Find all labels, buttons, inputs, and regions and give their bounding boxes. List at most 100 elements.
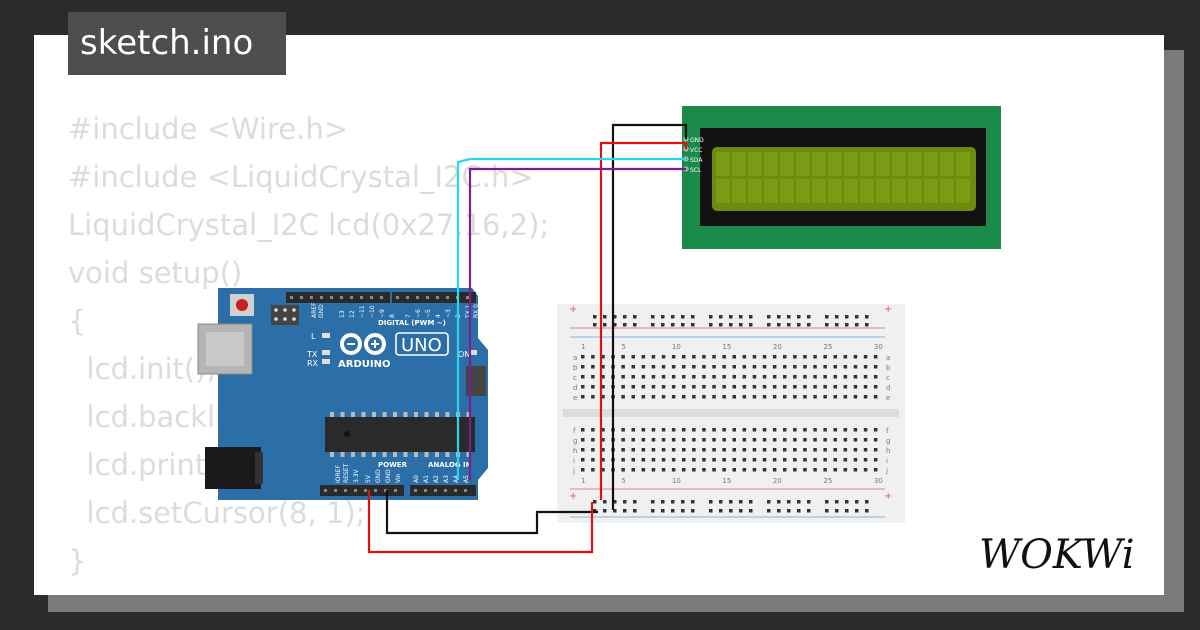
bb-hole[interactable] bbox=[863, 385, 868, 389]
bb-hole[interactable] bbox=[742, 385, 747, 389]
bb-rail-hole[interactable] bbox=[845, 509, 849, 513]
bb-hole[interactable] bbox=[601, 438, 605, 442]
bb-rail-hole[interactable] bbox=[709, 509, 713, 513]
bb-hole[interactable] bbox=[722, 385, 726, 389]
bb-hole[interactable] bbox=[863, 468, 868, 472]
bb-hole[interactable] bbox=[671, 395, 676, 399]
bb-hole[interactable] bbox=[732, 448, 737, 452]
bb-hole[interactable] bbox=[601, 395, 605, 399]
bb-hole[interactable] bbox=[853, 428, 858, 432]
bb-hole[interactable] bbox=[682, 438, 686, 442]
bb-hole[interactable] bbox=[783, 385, 787, 389]
bb-rail-hole[interactable] bbox=[719, 323, 723, 327]
bb-hole[interactable] bbox=[783, 395, 787, 399]
bb-hole[interactable] bbox=[712, 438, 716, 442]
bb-rail-hole[interactable] bbox=[603, 315, 607, 319]
bb-rail-hole[interactable] bbox=[719, 500, 723, 504]
header-pin[interactable] bbox=[290, 296, 293, 299]
bb-rail-hole[interactable] bbox=[709, 323, 713, 327]
bb-hole[interactable] bbox=[621, 365, 625, 369]
bb-hole[interactable] bbox=[762, 355, 767, 359]
bb-hole[interactable] bbox=[803, 355, 807, 359]
bb-hole[interactable] bbox=[661, 468, 666, 472]
bb-hole[interactable] bbox=[682, 375, 686, 379]
bb-hole[interactable] bbox=[783, 375, 787, 379]
bb-hole[interactable] bbox=[813, 355, 817, 359]
bb-hole[interactable] bbox=[873, 448, 878, 452]
bb-rail-hole[interactable] bbox=[845, 315, 849, 319]
bb-rail-hole[interactable] bbox=[855, 500, 859, 504]
header-pin[interactable] bbox=[340, 296, 343, 299]
bb-rail-hole[interactable] bbox=[807, 323, 811, 327]
bb-hole[interactable] bbox=[641, 355, 646, 359]
bb-rail-hole[interactable] bbox=[651, 323, 655, 327]
bb-hole[interactable] bbox=[783, 438, 787, 442]
bb-hole[interactable] bbox=[712, 375, 716, 379]
bb-hole[interactable] bbox=[671, 355, 676, 359]
bb-rail-hole[interactable] bbox=[633, 500, 637, 504]
bb-rail-hole[interactable] bbox=[855, 509, 859, 513]
bb-hole[interactable] bbox=[803, 458, 807, 462]
bb-hole[interactable] bbox=[833, 468, 838, 472]
bb-hole[interactable] bbox=[752, 458, 757, 462]
bb-hole[interactable] bbox=[591, 375, 595, 379]
bb-rail-hole[interactable] bbox=[835, 315, 839, 319]
bb-hole[interactable] bbox=[732, 468, 737, 472]
bb-hole[interactable] bbox=[671, 458, 676, 462]
bb-rail-hole[interactable] bbox=[835, 500, 839, 504]
bb-rail-hole[interactable] bbox=[681, 323, 685, 327]
bb-hole[interactable] bbox=[813, 448, 817, 452]
bb-hole[interactable] bbox=[863, 355, 868, 359]
bb-hole[interactable] bbox=[853, 375, 858, 379]
bb-hole[interactable] bbox=[873, 458, 878, 462]
bb-hole[interactable] bbox=[732, 375, 737, 379]
bb-rail-hole[interactable] bbox=[709, 315, 713, 319]
bb-hole[interactable] bbox=[692, 375, 696, 379]
bb-hole[interactable] bbox=[823, 458, 827, 462]
bb-hole[interactable] bbox=[601, 375, 605, 379]
bb-rail-hole[interactable] bbox=[709, 500, 713, 504]
bb-hole[interactable] bbox=[843, 428, 848, 432]
bb-hole[interactable] bbox=[762, 375, 767, 379]
bb-hole[interactable] bbox=[621, 355, 625, 359]
header-pin[interactable] bbox=[374, 489, 377, 492]
bb-rail-hole[interactable] bbox=[719, 509, 723, 513]
bb-hole[interactable] bbox=[722, 438, 726, 442]
bb-hole[interactable] bbox=[712, 365, 716, 369]
bb-hole[interactable] bbox=[671, 375, 676, 379]
bb-hole[interactable] bbox=[752, 428, 757, 432]
bb-rail-hole[interactable] bbox=[593, 315, 597, 319]
bb-hole[interactable] bbox=[692, 468, 696, 472]
bb-hole[interactable] bbox=[712, 385, 716, 389]
bb-hole[interactable] bbox=[661, 428, 666, 432]
header-pin[interactable] bbox=[466, 296, 469, 299]
bb-hole[interactable] bbox=[702, 395, 706, 399]
bb-hole[interactable] bbox=[742, 355, 747, 359]
bb-hole[interactable] bbox=[742, 438, 747, 442]
bb-rail-hole[interactable] bbox=[767, 500, 771, 504]
bb-hole[interactable] bbox=[772, 448, 777, 452]
bb-hole[interactable] bbox=[752, 468, 757, 472]
bb-hole[interactable] bbox=[722, 468, 726, 472]
bb-hole[interactable] bbox=[833, 458, 838, 462]
bb-hole[interactable] bbox=[762, 365, 767, 369]
bb-rail-hole[interactable] bbox=[671, 323, 675, 327]
bb-hole[interactable] bbox=[793, 458, 797, 462]
header-pin[interactable] bbox=[444, 489, 447, 492]
bb-hole[interactable] bbox=[863, 438, 868, 442]
bb-hole[interactable] bbox=[621, 395, 625, 399]
bb-hole[interactable] bbox=[793, 375, 797, 379]
bb-hole[interactable] bbox=[661, 438, 666, 442]
bb-hole[interactable] bbox=[853, 395, 858, 399]
bb-hole[interactable] bbox=[581, 375, 585, 379]
bb-rail-hole[interactable] bbox=[633, 323, 637, 327]
bb-hole[interactable] bbox=[853, 365, 858, 369]
bb-hole[interactable] bbox=[873, 428, 878, 432]
bb-hole[interactable] bbox=[621, 458, 625, 462]
bb-hole[interactable] bbox=[702, 385, 706, 389]
bb-hole[interactable] bbox=[631, 438, 636, 442]
bb-hole[interactable] bbox=[692, 448, 696, 452]
bb-hole[interactable] bbox=[783, 428, 787, 432]
bb-hole[interactable] bbox=[641, 395, 646, 399]
bb-hole[interactable] bbox=[793, 468, 797, 472]
